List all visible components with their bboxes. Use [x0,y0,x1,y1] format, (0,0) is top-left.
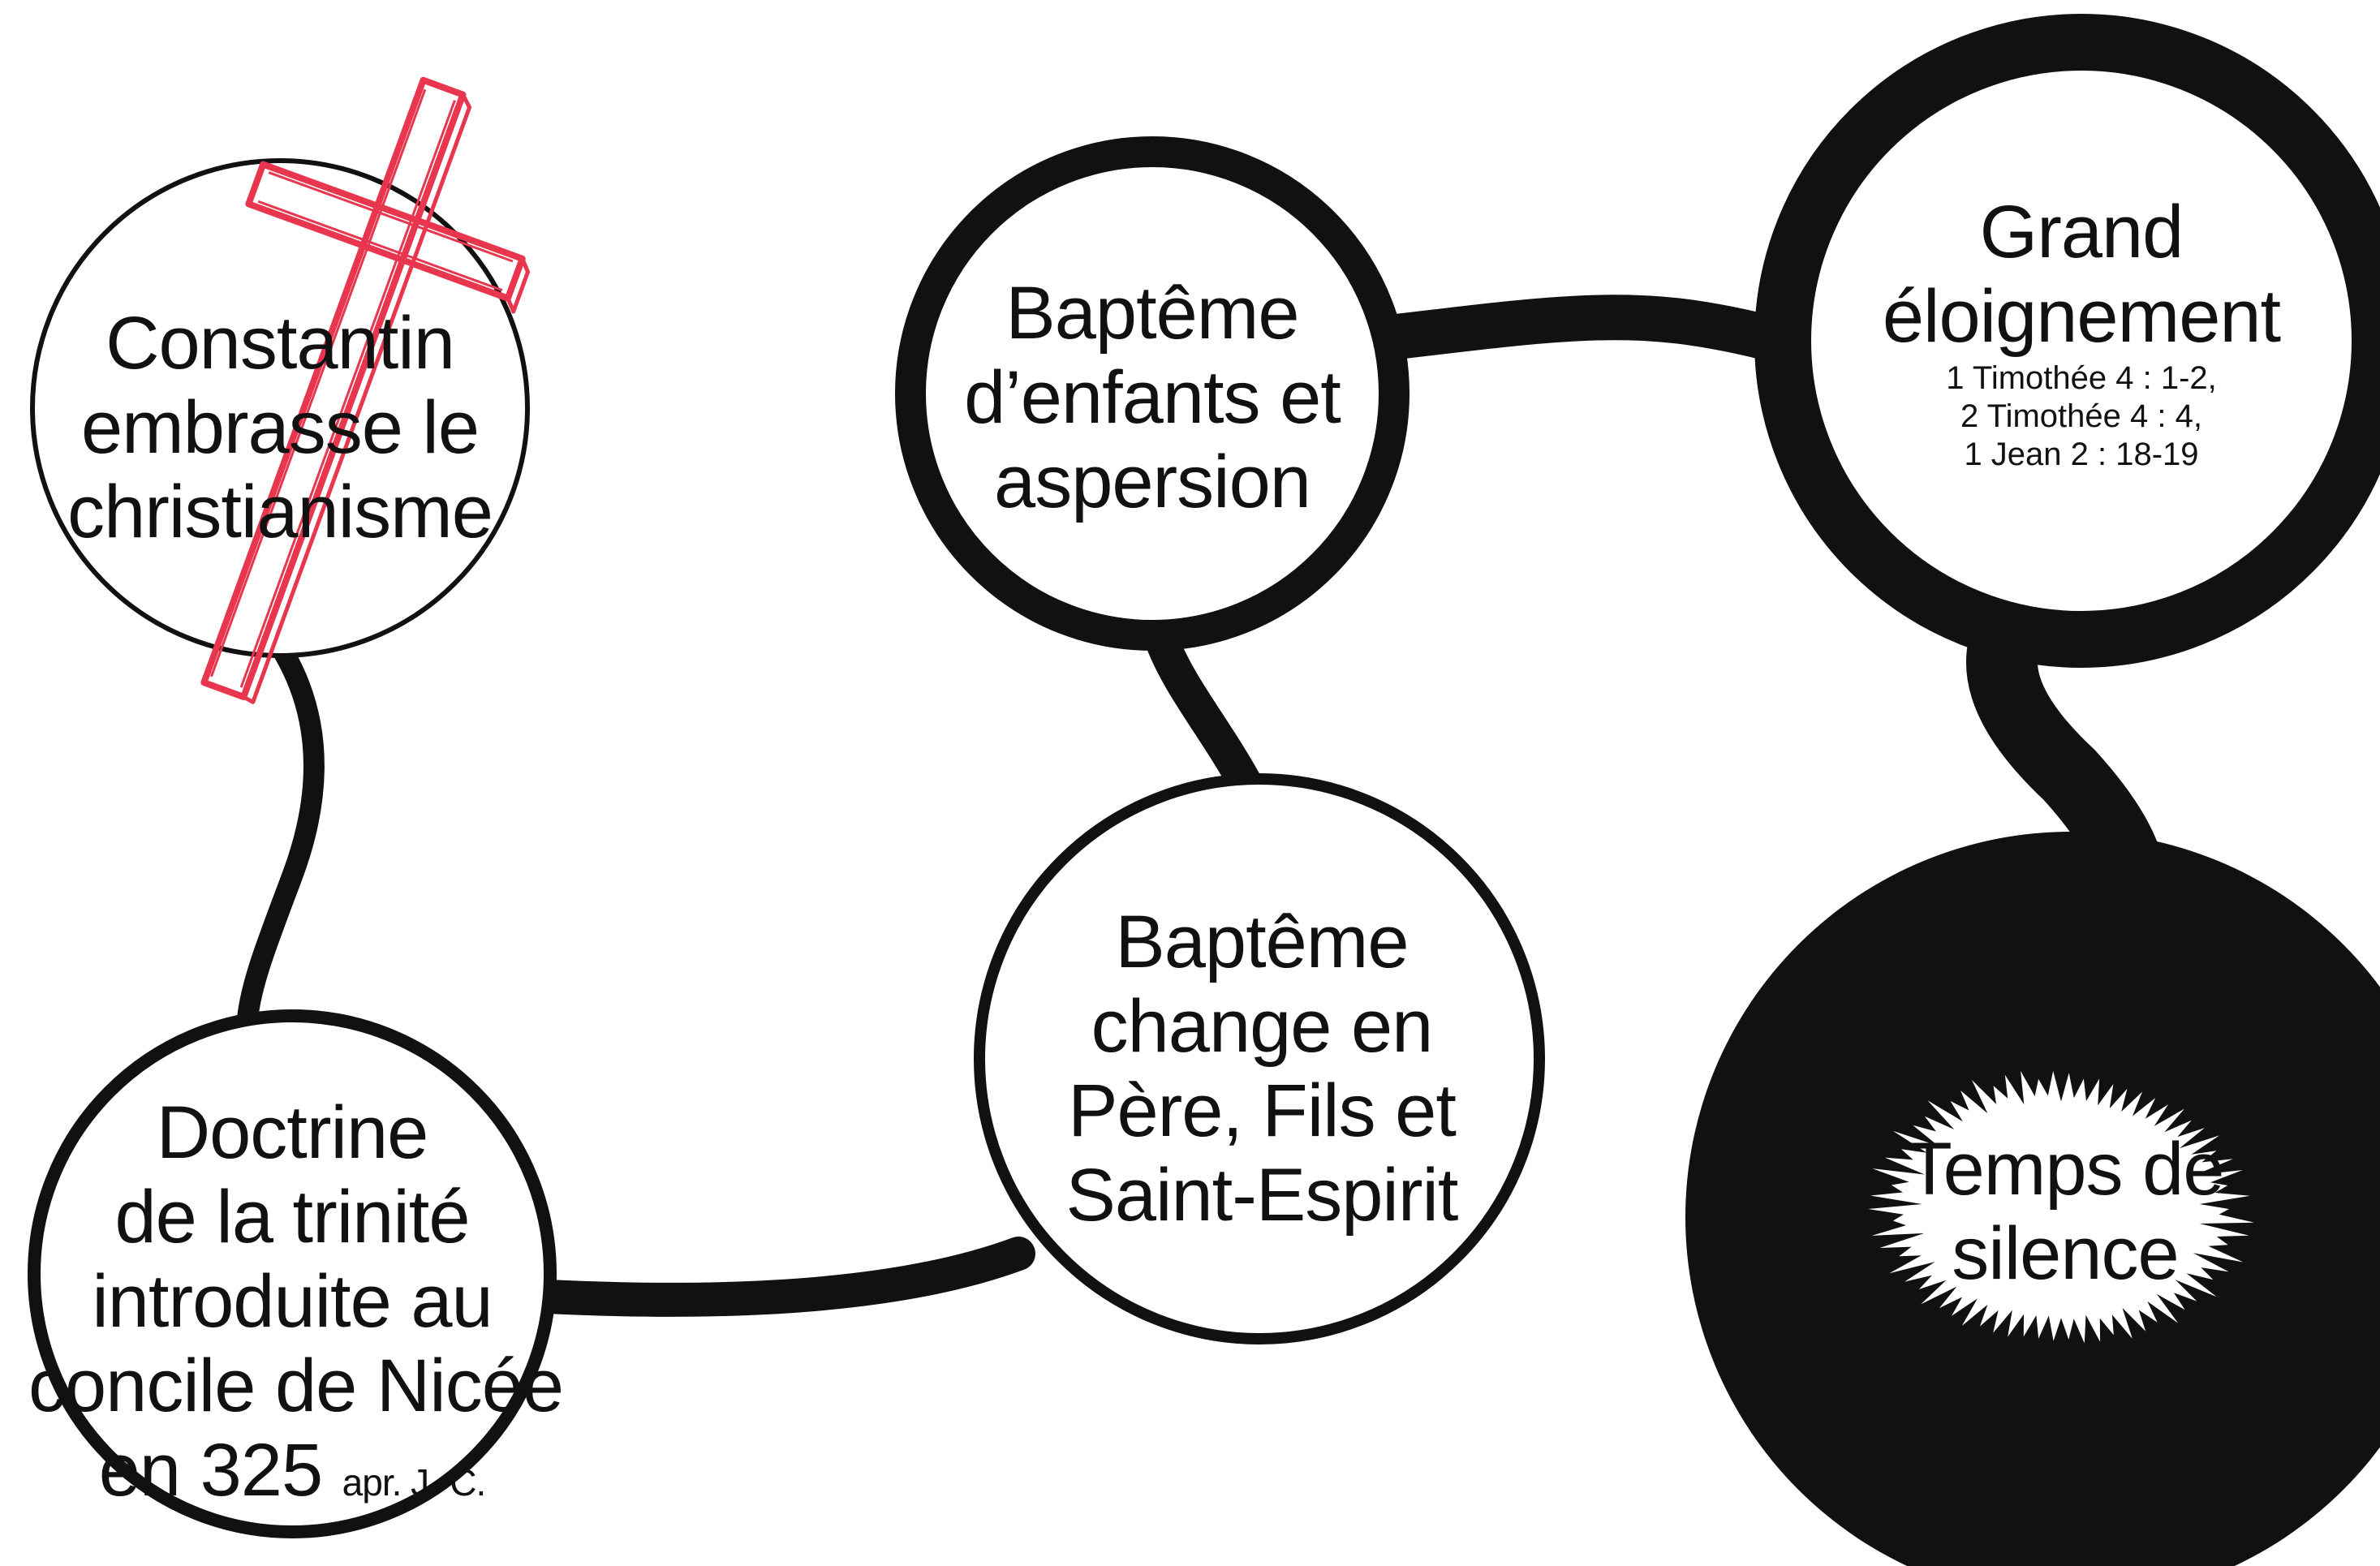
connector-infant-apostasy [1353,295,1832,372]
constantin-line-3: christianisme [67,470,493,553]
infant-line-1: Baptême [1005,272,1299,355]
trinity-line-1: Doctrine [156,1091,429,1174]
trinity-line-3: introduite au [92,1259,493,1343]
infant-text: Baptême d’enfants et aspersion [917,272,1388,525]
infant-line-3: aspersion [994,440,1311,523]
formula-line-1: Baptême [1115,901,1409,983]
connector-formula-infant [1145,624,1267,808]
constantin-line-2: embrasse le [80,385,480,469]
light-burst-icon [1868,1070,2255,1344]
apostasy-ref-1: 1 Timothée 4 : 1-2, [1946,359,2217,396]
trinity-line-2: de la trinité [114,1175,470,1258]
formula-line-4: Saint-Espirit [1065,1153,1459,1237]
trinity-year: en 325 [98,1428,323,1512]
apostasy-text: Grand éloignement 1 Timothée 4 : 1-2, 2 … [1830,191,2333,474]
node-infant [895,136,1409,651]
formula-text: Baptême change en Père, Fils et Saint-Es… [1010,901,1513,1238]
node-formula [974,773,1545,1344]
trinity-text: Doctrine de la trinité introduite au con… [28,1091,564,1513]
trinity-line-5: en 325 apr. J.-C. [28,1429,556,1513]
apostasy-ref-2: 2 Timothée 4 : 4, [1960,398,2202,435]
constantin-text: Constantin embrasse le christianisme [37,302,523,555]
connector-trinity-formula [531,1237,1035,1317]
silence-line-1: Temps de [1906,1128,2225,1211]
node-trinity [28,1009,557,1538]
node-silence [1685,832,2380,1566]
infant-line-2: d’enfants et [964,355,1341,439]
node-apostasy [1754,14,2380,668]
node-constantin [30,76,531,704]
constantin-line-1: Constantin [105,302,455,385]
apostasy-ref-3: 1 Jean 2 : 18-19 [1964,437,2199,473]
cross-icon [200,76,531,704]
formula-line-2: change en [1091,984,1434,1068]
connector-constantin-trinity [237,643,325,1029]
trinity-era: apr. J.-C. [342,1461,487,1504]
silence-line-2: silence [1952,1211,2179,1295]
trinity-line-4: concile de Nicée [28,1344,564,1427]
formula-line-3: Père, Fils et [1068,1069,1457,1152]
silence-text: Temps de silence [1822,1128,2309,1297]
apostasy-title-1: Grand [1979,191,2184,273]
apostasy-title-2: éloignement [1882,274,2281,358]
